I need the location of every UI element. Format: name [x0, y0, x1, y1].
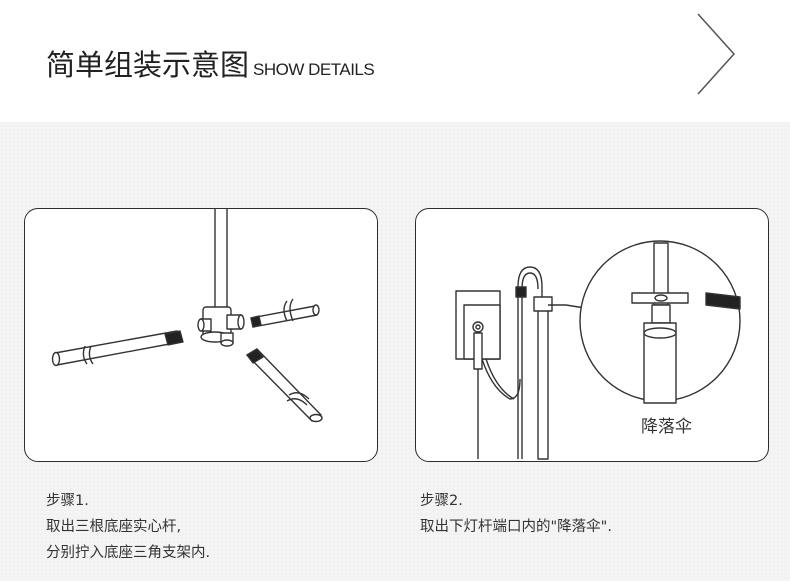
- step1-line: 取出三根底座实心杆,: [46, 519, 182, 535]
- parachute-label: 降落伞: [641, 417, 692, 437]
- step2-line: 取出下灯杆端口内的"降落伞".: [420, 519, 612, 535]
- tripod-base-drawing: [51, 209, 323, 423]
- title-subtitle: SHOW DETAILS: [253, 60, 375, 79]
- step1-caption: 步骤1. 取出三根底座实心杆, 分别拧入底座三角支架内.: [46, 488, 210, 566]
- title-text: 简单组装示意图: [46, 48, 250, 82]
- step2-caption: 步骤2. 取出下灯杆端口内的"降落伞".: [420, 488, 612, 540]
- step1-heading: 步骤1.: [46, 493, 89, 509]
- step2-illustration: 降落伞: [415, 208, 769, 462]
- step1-illustration: [24, 208, 378, 462]
- chevron-right-icon[interactable]: [690, 10, 740, 98]
- step2-heading: 步骤2.: [420, 493, 463, 509]
- step1-line: 分别拧入底座三角支架内.: [46, 545, 211, 561]
- lamp-pole-drawing: [455, 240, 741, 460]
